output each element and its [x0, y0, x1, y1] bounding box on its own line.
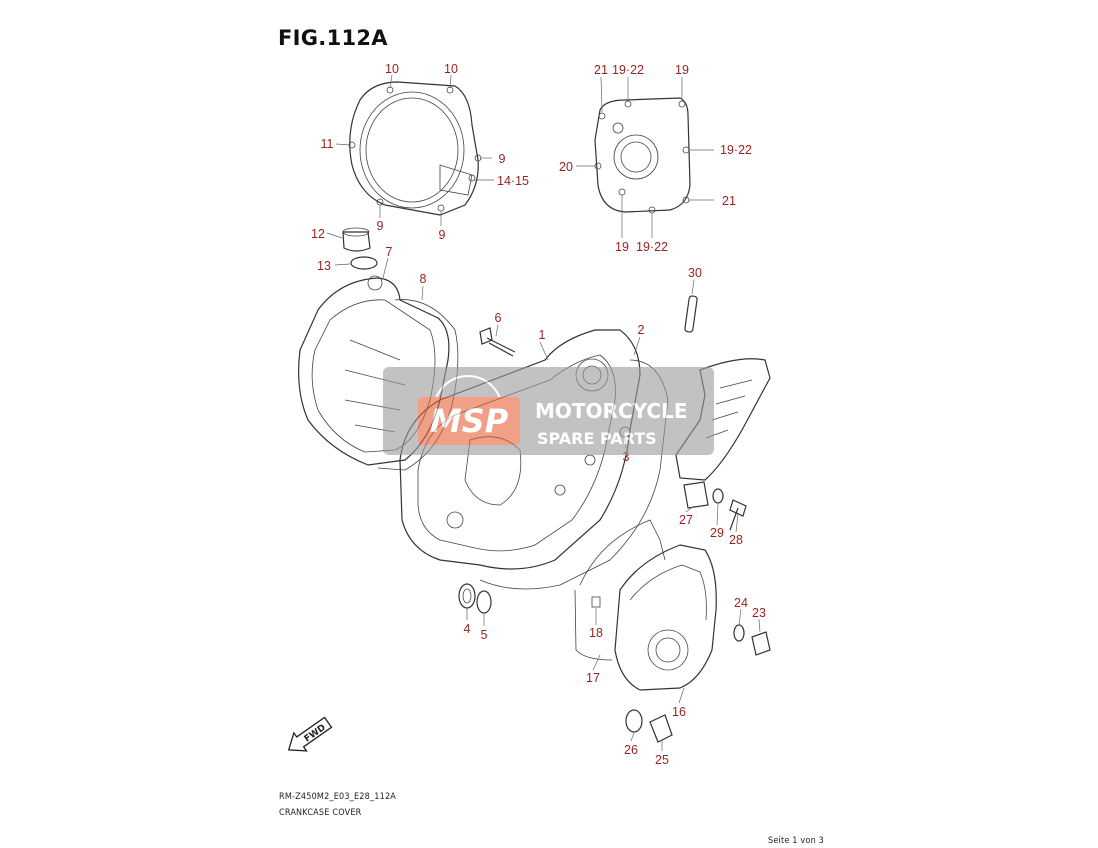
callout-9a: 9 — [499, 152, 506, 166]
callout-16: 16 — [672, 705, 686, 719]
fwd-arrow-shape — [287, 716, 333, 752]
oil-filler-cap-drawing — [342, 227, 378, 270]
callout-24: 24 — [734, 596, 748, 610]
callout-10a: 10 — [385, 62, 399, 76]
diagram-name: CRANKCASE COVER — [279, 808, 362, 818]
callout-labels: 10 10 11 9 14·15 9 9 21 19·22 19 20 19·2… — [311, 62, 766, 767]
clutch-cover-drawing — [348, 81, 482, 216]
bolt-drawing — [479, 327, 516, 357]
watermark-line-2: SPARE PARTS — [537, 429, 657, 448]
leader-lines — [326, 74, 761, 751]
callout-23: 23 — [752, 606, 766, 620]
outer-cover-drawing — [574, 519, 717, 691]
callout-12: 12 — [311, 227, 325, 241]
magneto-cover-drawing — [594, 97, 691, 214]
callout-9c: 9 — [439, 228, 446, 242]
callout-21a: 21 — [594, 63, 608, 77]
callout-20: 20 — [559, 160, 573, 174]
chain-guide-drawing — [675, 295, 771, 481]
callout-19-22c: 19·22 — [636, 240, 668, 254]
oil-seal-and-oring-drawing — [458, 583, 492, 614]
callout-1: 1 — [539, 328, 546, 342]
callout-29: 29 — [710, 526, 724, 540]
diagram-code: RM-Z450M2_E03_E28_112A — [279, 792, 397, 802]
callout-25: 25 — [655, 753, 669, 767]
callout-19-22a: 19·22 — [612, 63, 644, 77]
callout-26: 26 — [624, 743, 638, 757]
watermark-logo-box — [418, 397, 520, 445]
watermark-line-1: MOTORCYCLE — [535, 399, 687, 423]
plug-and-oring-upper-drawing — [733, 624, 771, 656]
plug-and-oring-lower-drawing — [625, 709, 673, 743]
callout-9b: 9 — [377, 219, 384, 233]
callout-6: 6 — [495, 311, 502, 325]
callout-17: 17 — [586, 671, 600, 685]
callout-4: 4 — [464, 622, 471, 636]
callout-21b: 21 — [722, 194, 736, 208]
callout-3: 3 — [623, 450, 630, 464]
callout-30: 30 — [688, 266, 702, 280]
collar-washer-bolt-drawing — [683, 481, 747, 531]
callout-19b: 19 — [615, 240, 629, 254]
callout-2: 2 — [638, 323, 645, 337]
callout-7: 7 — [386, 245, 393, 259]
page-indicator: Seite 1 von 3 — [768, 836, 825, 846]
callout-19-22b: 19·22 — [720, 143, 752, 157]
callout-27: 27 — [679, 513, 693, 527]
callout-11: 11 — [321, 137, 334, 151]
callout-13: 13 — [317, 259, 331, 273]
fwd-direction-arrow: FWD — [287, 716, 333, 752]
callout-28: 28 — [729, 533, 743, 547]
callout-18: 18 — [589, 626, 603, 640]
callout-5: 5 — [481, 628, 488, 642]
watermark-logo: MSP MOTORCYCLE SPARE PARTS — [383, 367, 714, 455]
callout-10b: 10 — [444, 62, 458, 76]
callout-8: 8 — [420, 272, 427, 286]
figure-title: FIG.112A — [278, 26, 388, 50]
callout-14-15: 14·15 — [497, 174, 529, 188]
watermark-logo-text: MSP — [430, 402, 509, 440]
callout-19a: 19 — [675, 63, 689, 77]
